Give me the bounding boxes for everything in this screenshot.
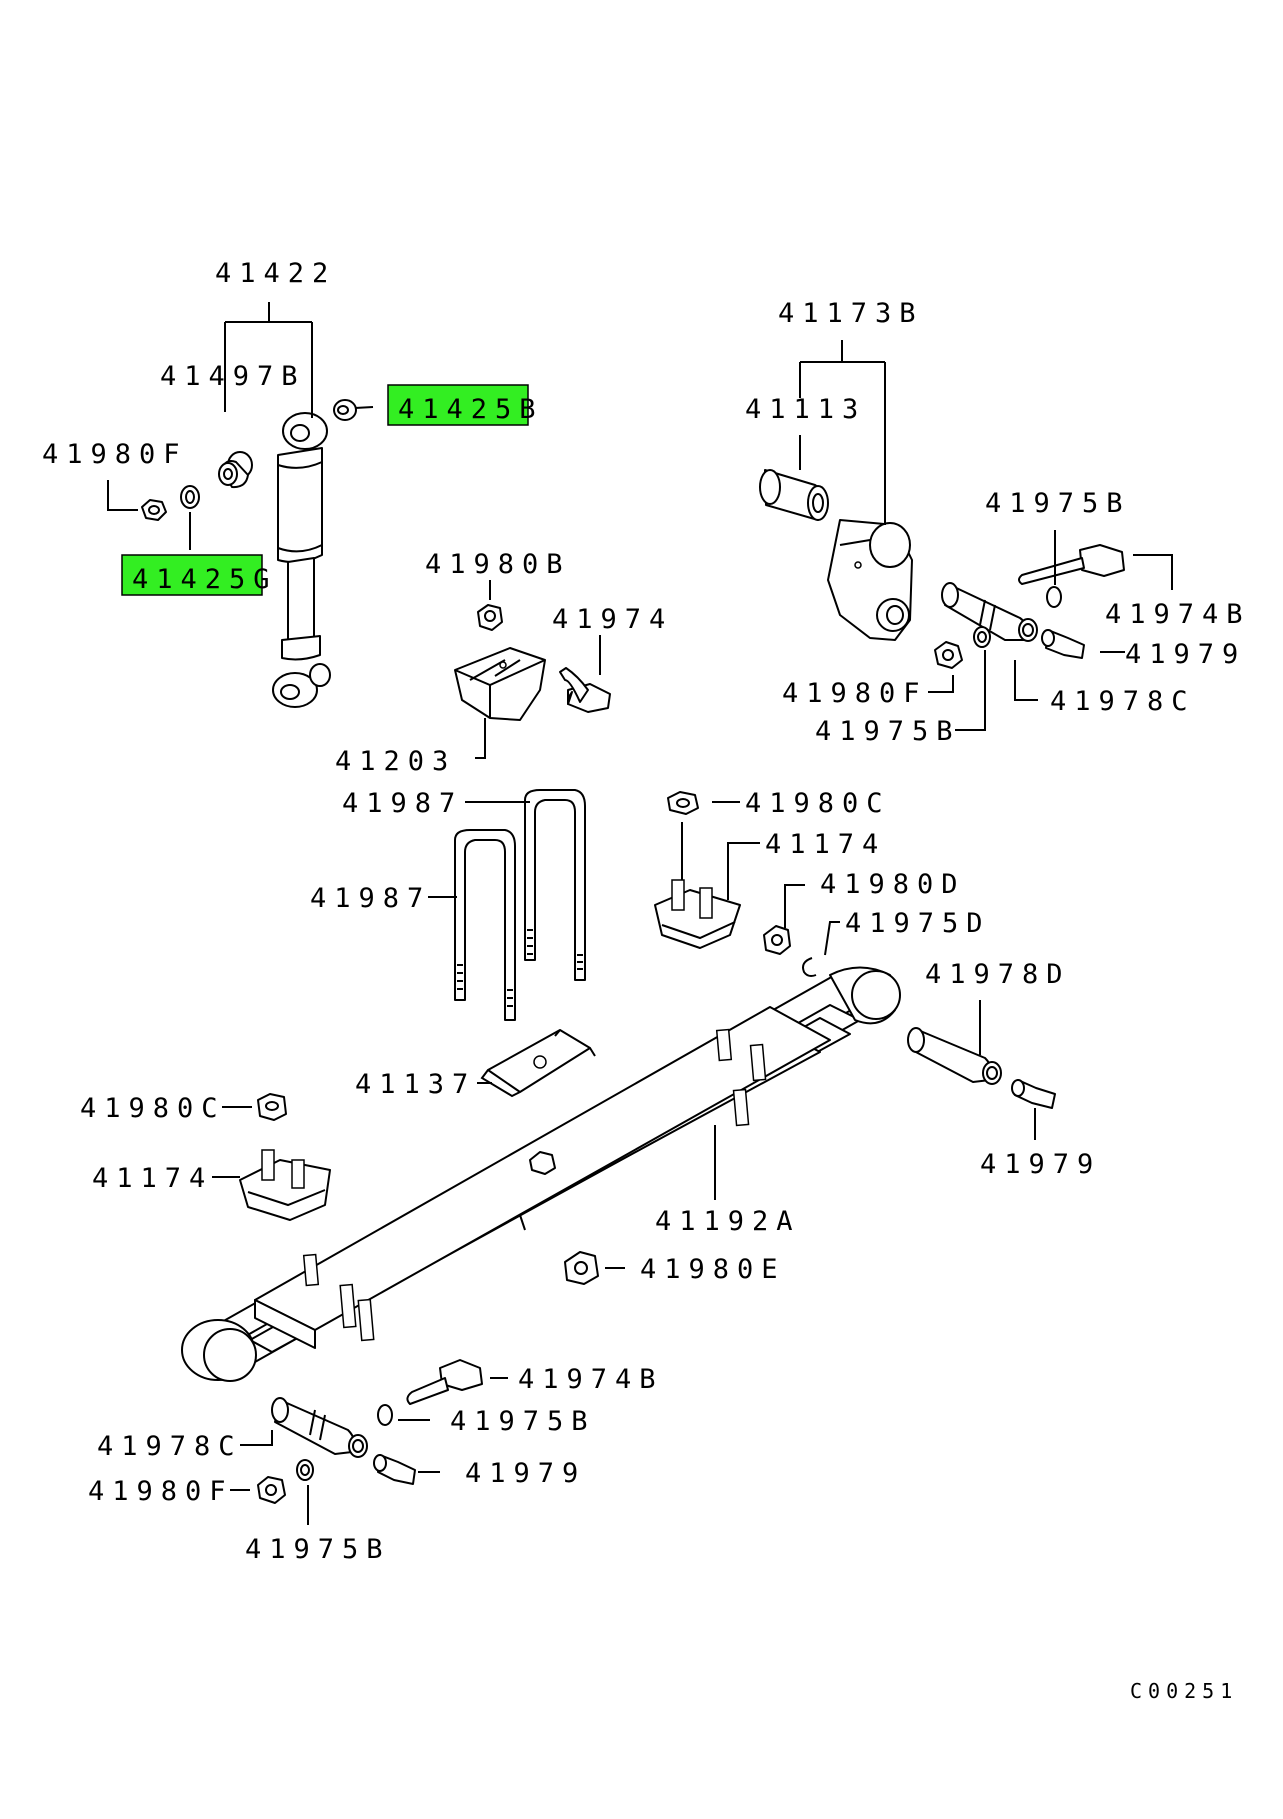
label-41113: 41113 [745, 394, 866, 425]
bolt-41974-drawing [559, 667, 611, 713]
label-41425B: 41425B [398, 394, 544, 425]
label-41974: 41974 [552, 604, 673, 635]
shackle-bracket-41173B-drawing [759, 469, 913, 641]
bushing-41497B-drawing [218, 451, 253, 489]
grease-nipple-41979-top-drawing [1041, 629, 1085, 659]
label-41980F-top: 41980F [42, 439, 188, 470]
nut-41980D-drawing [763, 925, 791, 955]
nut-41980C-mid-drawing [667, 791, 699, 815]
label-41137: 41137 [355, 1069, 476, 1100]
highlight-41425B [387, 384, 529, 426]
label-41980D: 41980D [820, 869, 966, 900]
label-41980B: 41980B [425, 549, 571, 580]
label-41978C-bottom: 41978C [97, 1431, 243, 1462]
label-41173B: 41173B [778, 298, 924, 329]
nut-41980B-drawing [477, 604, 503, 631]
washer-41975B-top-drawing [1046, 586, 1062, 608]
label-41979-top: 41979 [1125, 639, 1246, 670]
label-41974B-top: 41974B [1105, 599, 1251, 630]
label-41422: 41422 [215, 258, 336, 289]
label-41975B-bottom: 41975B [450, 1406, 596, 1437]
u-bolt-41987-front-drawing [454, 829, 516, 1021]
leaf-spring-41192A-drawing [181, 966, 901, 1382]
label-41192A: 41192A [655, 1206, 801, 1237]
label-41979-bottom: 41979 [465, 1458, 586, 1489]
label-41425G: 41425G [132, 564, 278, 595]
label-41987-a: 41987 [342, 788, 463, 819]
nut-41980C-left-drawing [257, 1093, 287, 1121]
spring-seat-41174-left-drawing [239, 1149, 331, 1221]
label-41979-mid: 41979 [980, 1149, 1101, 1180]
label-41975D: 41975D [845, 908, 991, 939]
diagram-code: C00251 [1130, 1679, 1238, 1703]
label-41987-b: 41987 [310, 883, 431, 914]
label-41497B: 41497B [160, 361, 306, 392]
nut-41980F-bottom-drawing [257, 1459, 314, 1504]
washer-41975B-bottom-drawing [377, 1404, 393, 1426]
label-41980C-left: 41980C [80, 1093, 226, 1124]
label-41980E: 41980E [640, 1254, 786, 1285]
label-41975B-right: 41975B [815, 716, 961, 747]
grease-nipple-41979-mid-drawing [1011, 1079, 1056, 1109]
grease-nipple-41979-bottom-drawing [373, 1454, 416, 1485]
nut-41980E-drawing [564, 1251, 599, 1285]
bump-stopper-41203-drawing [454, 647, 546, 721]
clip-41975D-drawing [802, 957, 817, 977]
shackle-pin-41978C-bottom-drawing [271, 1397, 368, 1458]
plate-41137-drawing [480, 1029, 596, 1098]
label-41975B-top: 41975B [985, 488, 1131, 519]
label-41980F-right: 41980F [782, 678, 928, 709]
shock-absorber-drawing [272, 412, 331, 708]
nut-41980F-drawing [141, 499, 167, 521]
label-41980F-bottom: 41980F [88, 1476, 234, 1507]
label-41978D: 41978D [925, 959, 1071, 990]
spring-seat-41174-mid-drawing [654, 879, 741, 949]
bolt-41974B-top-drawing [1018, 544, 1125, 585]
label-41174-mid: 41174 [765, 829, 886, 860]
shackle-pin-41978D-drawing [907, 1027, 1002, 1085]
nut-41980F-right-drawing [934, 626, 991, 669]
bolt-41974B-bottom-drawing [406, 1359, 483, 1405]
u-bolt-41987-back-drawing [524, 789, 586, 981]
highlight-41425G [121, 554, 263, 596]
washer-41425G-drawing [180, 485, 200, 509]
label-41975B-lowest: 41975B [245, 1534, 391, 1565]
shackle-pin-41978C-drawing [941, 582, 1038, 642]
label-41203: 41203 [335, 746, 456, 777]
nut-41425B-drawing [333, 399, 357, 421]
label-41974B-bottom: 41974B [518, 1364, 664, 1395]
label-41980C-mid: 41980C [745, 788, 891, 819]
label-41978C-right: 41978C [1050, 686, 1196, 717]
label-41174-left: 41174 [92, 1163, 213, 1194]
